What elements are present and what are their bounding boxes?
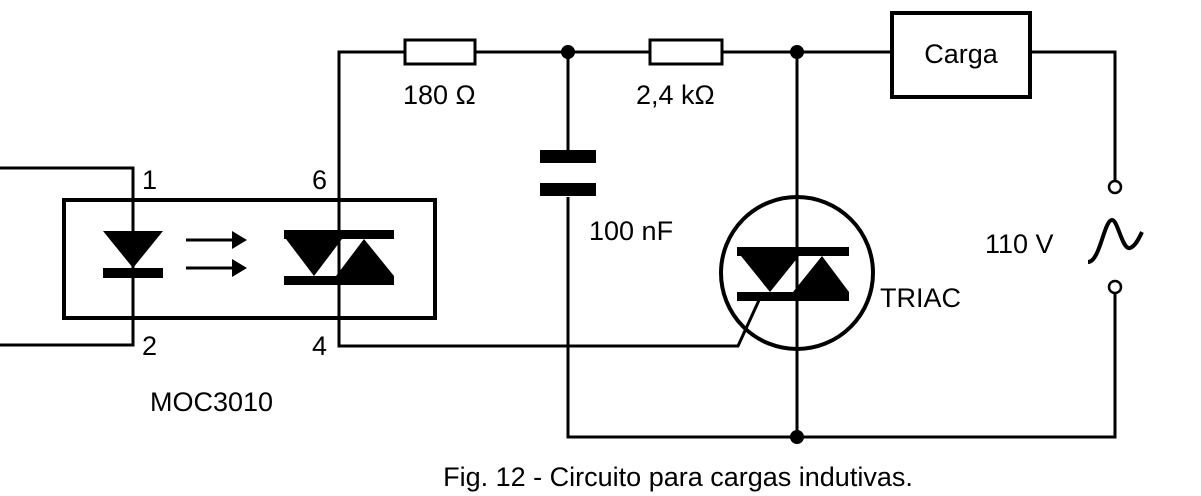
ac-terminal-bottom bbox=[1107, 279, 1123, 295]
label-pin6: 6 bbox=[312, 165, 327, 195]
label-pin4: 4 bbox=[312, 331, 327, 361]
opto-triac-diode-right bbox=[336, 239, 394, 276]
triac-bar-bottom bbox=[737, 292, 849, 301]
label-voltage: 110 V bbox=[985, 229, 1054, 259]
wire-bottom bbox=[566, 197, 1117, 439]
label-load: Carga bbox=[924, 39, 999, 69]
wire-load-right bbox=[1030, 50, 1117, 183]
led-diode-icon bbox=[103, 231, 163, 268]
junction-dot bbox=[790, 45, 804, 59]
label-pin1: 1 bbox=[142, 165, 157, 195]
triac-diode-left bbox=[741, 256, 799, 292]
junction-dot bbox=[561, 45, 575, 59]
capacitor-plate-top bbox=[540, 150, 596, 163]
resistor-2k4 bbox=[648, 38, 724, 66]
triac-diode-right bbox=[793, 256, 849, 292]
label-triac: TRIAC bbox=[880, 283, 961, 313]
label-r2: 2,4 kΩ bbox=[636, 80, 715, 110]
led-cathode-bar bbox=[103, 268, 163, 278]
figure-caption: Fig. 12 - Circuito para cargas indutivas… bbox=[443, 462, 913, 492]
resistor-180 bbox=[403, 38, 477, 66]
wire-input-pin2 bbox=[0, 318, 135, 347]
label-r1: 180 Ω bbox=[403, 80, 476, 110]
ac-terminal-top bbox=[1107, 179, 1123, 195]
opto-triac-bar-bottom bbox=[284, 276, 394, 285]
optocoupler-package bbox=[62, 198, 437, 320]
ac-sine-icon bbox=[1087, 217, 1144, 264]
capacitor-plate-bottom bbox=[540, 183, 596, 196]
junction-dot bbox=[790, 430, 804, 444]
wire-pin6-top bbox=[337, 50, 405, 200]
label-capacitor: 100 nF bbox=[589, 216, 673, 246]
opto-triac-bar-top bbox=[284, 230, 394, 239]
label-pin2: 2 bbox=[142, 331, 157, 361]
load-box bbox=[890, 11, 1032, 99]
wire-pin4-gate bbox=[337, 297, 762, 348]
opto-triac-diode-left bbox=[286, 239, 342, 276]
wires bbox=[0, 50, 1117, 439]
triac-circle bbox=[719, 195, 875, 351]
label-ic: MOC3010 bbox=[150, 387, 273, 417]
wire-input-pin1 bbox=[0, 166, 135, 200]
triac-bar-top bbox=[737, 247, 849, 256]
triac bbox=[719, 195, 875, 351]
light-arrows-icon bbox=[186, 231, 247, 277]
optocoupler bbox=[62, 198, 437, 320]
